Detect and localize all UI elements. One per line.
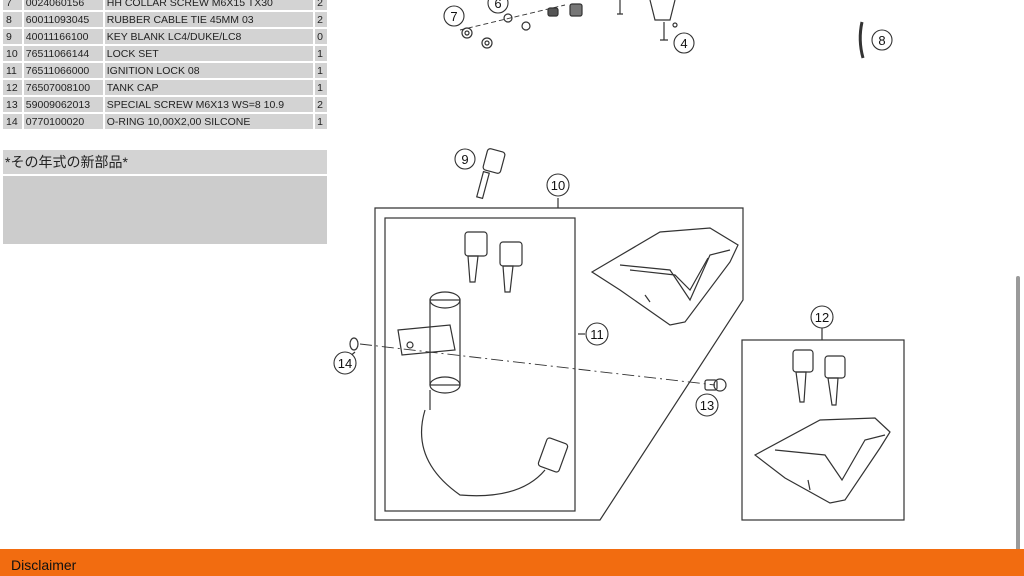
- keys-part-12: [792, 349, 846, 406]
- quantity-cell: 1: [313, 46, 327, 61]
- description-cell: IGNITION LOCK 08: [102, 63, 314, 78]
- callout-4: 4: [673, 32, 695, 54]
- callout-9: 9: [454, 148, 476, 170]
- row-number: 8: [3, 12, 22, 27]
- callout-13: 13: [695, 393, 719, 417]
- special-screw-part-13: [704, 378, 727, 392]
- svg-text:6: 6: [494, 0, 501, 11]
- svg-text:12: 12: [815, 310, 829, 325]
- new-parts-section: [3, 176, 327, 244]
- disclaimer-link[interactable]: Disclaimer: [11, 557, 77, 573]
- quantity-cell: 1: [313, 80, 327, 95]
- quantity-cell: 0: [313, 29, 327, 44]
- part-number-cell: 60011093045: [21, 12, 103, 27]
- callout-8: 8: [871, 29, 893, 51]
- description-cell: RUBBER CABLE TIE 45MM 03: [102, 12, 314, 27]
- part-number-cell: 0024060156: [21, 0, 103, 10]
- ignition-lock-frame: [384, 217, 576, 512]
- part-number-cell: 0770100020: [21, 114, 103, 129]
- row-number: 13: [3, 97, 22, 112]
- svg-text:11: 11: [590, 327, 604, 342]
- svg-text:9: 9: [461, 152, 468, 167]
- washer-part-7: [461, 27, 473, 39]
- row-number: 10: [3, 46, 22, 61]
- quantity-cell: 2: [313, 97, 327, 112]
- row-number: 11: [3, 63, 22, 78]
- exploded-parts-diagram: 6 7 4 8 9 10 11 12: [333, 0, 905, 521]
- svg-text:7: 7: [450, 9, 457, 24]
- svg-text:14: 14: [338, 356, 352, 371]
- quantity-cell: 2: [313, 0, 327, 10]
- callout-12: 12: [810, 305, 834, 329]
- quantity-cell: 1: [313, 114, 327, 129]
- description-cell: HH COLLAR SCREW M6X15 TX30: [102, 0, 314, 10]
- part-number-cell: 40011166100: [21, 29, 103, 44]
- callout-6: 6: [487, 0, 509, 14]
- lock-set-frame: [374, 207, 744, 521]
- vertical-scrollbar[interactable]: [1016, 276, 1020, 572]
- quantity-cell: 1: [313, 63, 327, 78]
- description-cell: LOCK SET: [102, 46, 314, 61]
- description-cell: TANK CAP: [102, 80, 314, 95]
- part-number-cell: 76507008100: [21, 80, 103, 95]
- row-number: 9: [3, 29, 22, 44]
- row-number: 12: [3, 80, 22, 95]
- tank-cap-part-12: [753, 417, 891, 504]
- part-number-cell: 59009062013: [21, 97, 103, 112]
- svg-text:13: 13: [700, 398, 714, 413]
- nut-part: [481, 37, 493, 49]
- part-number-cell: 76511066000: [21, 63, 103, 78]
- footer-bar: Disclaimer: [0, 549, 1024, 576]
- tank-cap-frame: [741, 339, 905, 521]
- row-number: 14: [3, 114, 22, 129]
- part-number-cell: 76511066144: [21, 46, 103, 61]
- callout-10: 10: [546, 173, 570, 197]
- ignition-cylinder: [397, 291, 569, 497]
- quantity-cell: 2: [313, 12, 327, 27]
- callout-14: 14: [333, 351, 357, 375]
- keys-part-11: [464, 231, 523, 293]
- callout-11: 11: [585, 322, 609, 346]
- key-blank-part-9: [476, 148, 506, 200]
- svg-text:4: 4: [680, 36, 687, 51]
- svg-text:8: 8: [878, 33, 885, 48]
- new-parts-header: *その年式の新部品*: [3, 150, 327, 174]
- svg-text:10: 10: [551, 178, 565, 193]
- description-cell: O-RING 10,00X2,00 SILCONE: [102, 114, 314, 129]
- row-number: 7: [3, 0, 22, 10]
- callout-7: 7: [443, 5, 465, 27]
- description-cell: KEY BLANK LC4/DUKE/LC8: [102, 29, 314, 44]
- tank-cap-in-lock-set: [590, 227, 739, 326]
- description-cell: SPECIAL SCREW M6X13 WS=8 10.9: [102, 97, 314, 112]
